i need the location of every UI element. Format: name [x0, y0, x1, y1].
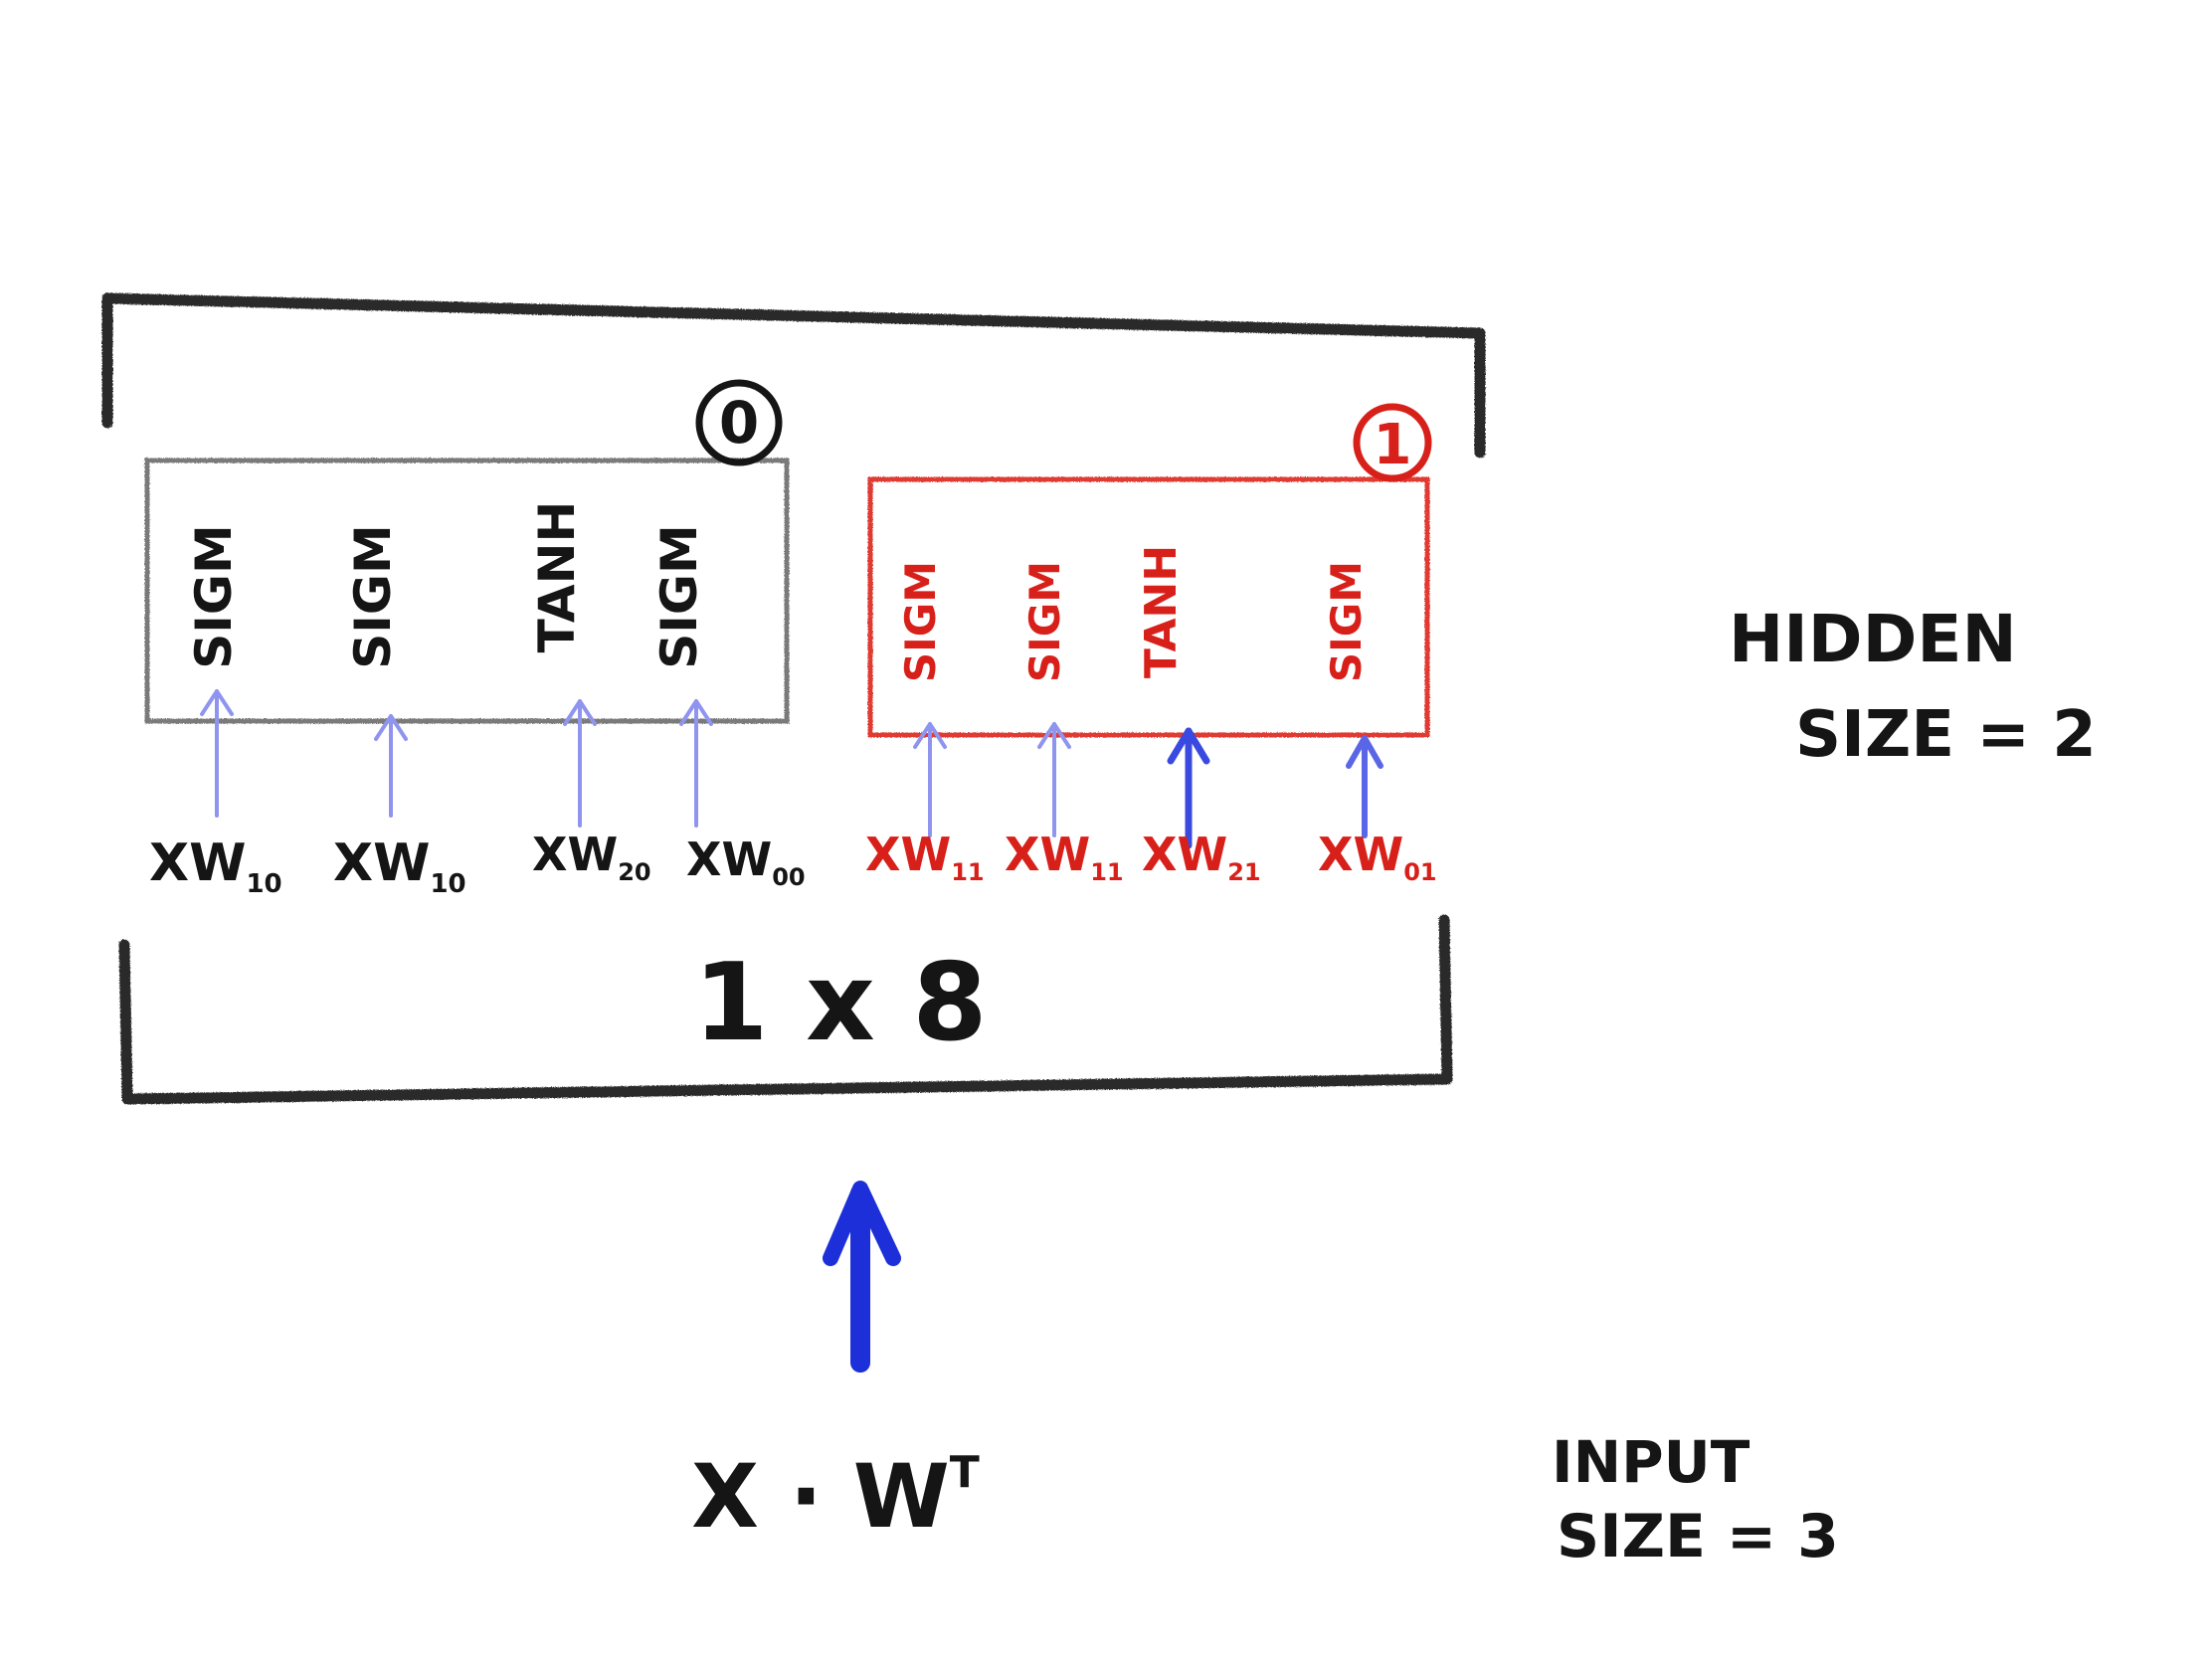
group-0-input-2: XW10	[333, 833, 466, 899]
svg-text:1: 1	[1374, 413, 1412, 477]
arrow-g1-4	[1346, 735, 1383, 838]
group-1-input-3: XW21	[1142, 828, 1261, 886]
input-size-note-line2: SIZE = 3	[1557, 1502, 1839, 1571]
shape-label: 1 x 8	[693, 941, 987, 1065]
arrow-g1-1	[913, 722, 947, 837]
svg-text:0: 0	[719, 389, 759, 457]
group-0-input-3: XW20	[532, 828, 651, 886]
group-1-inputs: XW11 XW11 XW21 XW01	[865, 828, 1437, 886]
group-1-input-1: XW11	[865, 828, 985, 886]
arrow-g0-1	[200, 689, 234, 818]
input-arrow	[823, 1181, 901, 1373]
group-1-label: 1	[1353, 403, 1432, 482]
arrow-g0-4	[679, 699, 713, 828]
hidden-size-note-line2: SIZE = 2	[1795, 698, 2097, 772]
group-0-inputs: XW10 XW10 XW20 XW00	[149, 828, 806, 899]
group-0-activation-4: SIGM	[650, 524, 708, 668]
group-1-activation-1: SIGM	[896, 561, 945, 682]
arrow-g0-3	[563, 699, 597, 828]
arrow-g1-3	[1167, 727, 1210, 849]
hidden-size-note-line1: HIDDEN	[1729, 601, 2017, 677]
group-1-activation-3: TANH	[1136, 545, 1187, 678]
group-0-activation-3: TANH	[528, 501, 586, 653]
outer-top-bracket	[101, 292, 1486, 459]
group-0-input-1: XW10	[149, 833, 282, 899]
group-0-input-4: XW00	[686, 832, 806, 891]
group-1-input-4: XW01	[1318, 828, 1437, 886]
group-0-activation-2: SIGM	[344, 524, 402, 668]
group-0-box	[144, 458, 790, 724]
group-1-box	[867, 476, 1430, 738]
arrow-g0-2	[374, 714, 408, 818]
outer-bottom-bracket	[118, 914, 1453, 1105]
gate-arrows	[200, 689, 1383, 849]
input-expression: X · WT	[691, 1445, 980, 1548]
group-1-activation-2: SIGM	[1020, 561, 1069, 682]
group-1-input-2: XW11	[1005, 828, 1124, 886]
group-1-activation-4: SIGM	[1322, 561, 1371, 682]
arrow-g1-2	[1037, 722, 1071, 837]
input-size-note-line1: INPUT	[1552, 1428, 1751, 1496]
group-0-label: 0	[695, 379, 783, 466]
group-0-activation-1: SIGM	[185, 524, 243, 668]
